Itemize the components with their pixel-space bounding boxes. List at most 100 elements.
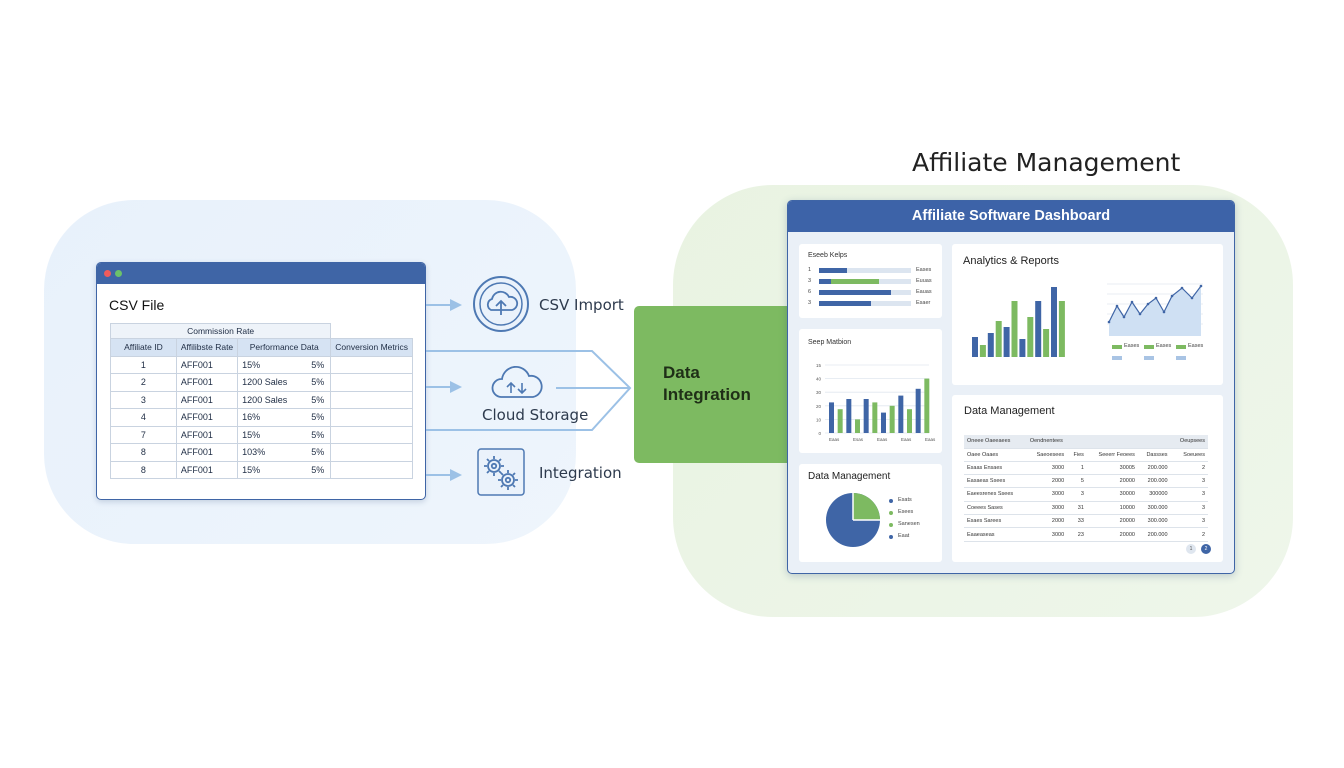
table-cell: 1	[1067, 461, 1087, 475]
series-point	[1115, 304, 1119, 308]
metric-value: Eases	[916, 267, 932, 273]
metric-bar-fill	[831, 290, 891, 295]
card-title: Data Management	[808, 471, 891, 482]
table-cell: 2000	[1026, 514, 1068, 529]
column-header: Soeuees	[1170, 448, 1208, 462]
page-title: Affiliate Management	[912, 148, 1181, 177]
legend-label: Eaat	[898, 533, 910, 539]
gears-icon	[477, 448, 525, 496]
table-cell: 31	[1067, 501, 1087, 516]
maximize-dot-icon[interactable]	[115, 270, 122, 277]
table-header: Oeupsees	[1170, 435, 1208, 449]
column-header: Affiliate ID	[110, 338, 177, 357]
legend-swatch	[1176, 356, 1186, 360]
pie-slice-green	[853, 493, 880, 520]
bar	[1019, 339, 1026, 357]
series-point	[1190, 296, 1194, 300]
super-header: Commission Rate	[109, 323, 332, 339]
page-button[interactable]: 1	[1186, 544, 1196, 554]
y-tick-label: 0	[818, 431, 821, 436]
legend-label: Sanesen	[898, 521, 920, 527]
data-integration-block	[634, 306, 788, 463]
affiliate-code-cell: AFF001	[175, 460, 239, 479]
legend-dot	[889, 511, 893, 515]
bar	[1027, 317, 1034, 357]
bar	[1051, 287, 1057, 357]
table-cell: 3000	[1026, 527, 1068, 542]
bar	[881, 412, 886, 433]
legend-label: Eases	[1156, 343, 1172, 349]
table-cell: 2	[1170, 527, 1208, 542]
bar	[1043, 329, 1050, 357]
table-cell: 2000	[1026, 474, 1068, 489]
table-cell: 2	[1170, 461, 1208, 475]
bar	[846, 399, 852, 433]
metric-key: 6	[808, 289, 812, 295]
table-cell: Eaeesrenes Ssees	[964, 487, 1027, 502]
metric-bar-marker	[819, 301, 831, 306]
dashboard-title: Affiliate Software Dashboard	[788, 201, 1234, 232]
column-header: Oaee Oaaes	[964, 448, 1027, 462]
table-cell: Esaas Ensaes	[964, 461, 1027, 475]
integration-label: Integration	[539, 464, 622, 482]
table-cell: 200.000	[1137, 474, 1171, 489]
performance-value: 15%	[242, 359, 261, 370]
performance-rate: 5%	[311, 359, 325, 370]
table-cell: 33	[1067, 514, 1087, 529]
table-cell: 20000	[1086, 474, 1138, 489]
x-tick-label: Eaas	[829, 437, 840, 442]
table-cell: 3000	[1026, 461, 1068, 475]
close-dot-icon[interactable]	[104, 270, 111, 277]
column-header: Saeoesees	[1026, 448, 1068, 462]
table-header: Oneee Oaeeaees	[964, 435, 1027, 449]
table-cell: 3	[1170, 501, 1208, 516]
super-header-blank	[330, 323, 413, 339]
bar	[987, 333, 994, 357]
x-tick-label: Eaas	[901, 437, 912, 442]
bar	[863, 399, 869, 433]
legend-swatch	[1176, 345, 1186, 349]
performance-rate: 5%	[311, 377, 325, 387]
series-point	[1170, 294, 1174, 298]
column-header: Affilibste Rate	[175, 338, 239, 357]
bar	[889, 405, 895, 433]
metric-bar-track	[819, 290, 911, 295]
table-cell: 3	[1170, 474, 1208, 489]
window-titlebar	[97, 263, 425, 284]
performance-value: 103%	[242, 447, 266, 458]
table-cell: 30005	[1086, 461, 1138, 475]
csv-table: Commission Rate Affiliate ID Affilibste …	[109, 323, 413, 479]
csv-window-title: CSV File	[109, 297, 165, 313]
metric-bar-marker	[819, 268, 831, 273]
pagination: 1 2	[1186, 544, 1211, 554]
series-point	[1138, 312, 1142, 316]
page-button-active[interactable]: 2	[1201, 544, 1211, 554]
table-cell: 5	[1067, 474, 1087, 489]
legend-label: Esees	[898, 509, 914, 515]
legend-swatch	[1144, 345, 1154, 349]
affiliate-dashboard: Affiliate Software Dashboard Eseeb Kelps…	[787, 200, 1235, 574]
column-header: Fies	[1067, 448, 1087, 462]
column-header: Seeerr Feoees	[1086, 448, 1138, 462]
column-header: Conversion Metrics	[330, 338, 413, 357]
performance-value: 16%	[242, 412, 261, 423]
bar	[995, 321, 1002, 357]
legend-label: Eases	[1188, 343, 1204, 349]
x-tick-label: Eaas	[925, 437, 936, 442]
arrowhead	[450, 299, 462, 311]
affiliate-code-cell: AFF001	[175, 373, 239, 392]
table-header-blank	[1137, 435, 1171, 449]
pie-chart	[826, 493, 880, 547]
metric-key: 1	[808, 267, 812, 273]
